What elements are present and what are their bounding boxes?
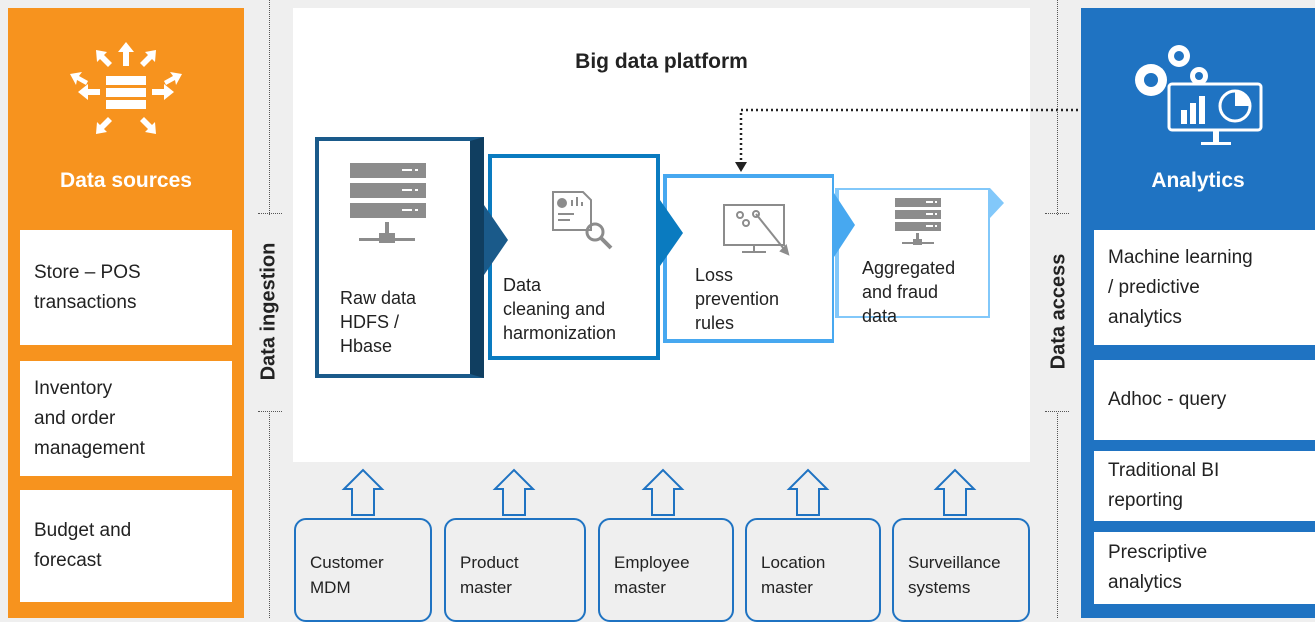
analytics-connector-line — [739, 108, 1138, 164]
ingestion-divider-bottom — [269, 413, 270, 618]
access-divider-bottom — [1057, 413, 1058, 618]
ingestion-tick-top — [258, 213, 282, 214]
platform-title: Big data platform — [575, 50, 748, 73]
analytics-card-adhoc: Adhoc - query — [1094, 360, 1315, 440]
connector-arrowhead — [735, 162, 747, 172]
server-icon — [895, 198, 941, 245]
source-card-label: Store – POS transactions — [34, 261, 141, 313]
ingestion-divider-top — [269, 0, 270, 215]
master-employee: Employee master — [598, 518, 734, 622]
server-icon — [350, 163, 426, 243]
gears-monitor-icon — [1135, 45, 1263, 145]
master-customer: Customer MDM — [294, 518, 432, 622]
analytics-card-label: Prescriptive analytics — [1108, 542, 1208, 593]
analytics-card-ml: Machine learning / predictive analytics — [1094, 230, 1315, 345]
monitor-chart-icon — [723, 204, 790, 256]
source-card-budget: Budget and forecast — [20, 490, 232, 602]
source-card-inventory: Inventory and order management — [20, 361, 232, 476]
data-access-label: Data access — [1047, 253, 1070, 370]
analytics-card-prescriptive: Prescriptive analytics — [1094, 532, 1315, 604]
database-arrows-icon — [70, 42, 182, 134]
analytics-card-bi: Traditional BI reporting — [1094, 451, 1315, 521]
analytics-card-label: Traditional BI reporting — [1108, 460, 1220, 511]
step-cleaning-label: Data cleaning and harmonization — [503, 275, 617, 343]
source-card-label: Inventory and order management — [34, 377, 145, 459]
data-sources-title: Data sources — [60, 169, 192, 192]
source-card-label: Budget and forecast — [34, 520, 132, 571]
step-raw-label: Raw data HDFS / Hbase — [340, 288, 417, 356]
analytics-title: Analytics — [1151, 169, 1245, 192]
step-raw-inner — [319, 141, 470, 374]
up-arrow-icon — [341, 468, 977, 516]
master-product: Product master — [444, 518, 586, 622]
analytics-card-label: Machine learning / predictive analytics — [1108, 246, 1253, 328]
master-location: Location master — [745, 518, 881, 622]
step-loss-label: Loss prevention rules — [695, 265, 780, 333]
access-divider-top — [1057, 0, 1058, 215]
master-surveillance: Surveillance systems — [892, 518, 1030, 622]
access-tick-top — [1045, 213, 1069, 214]
step-aggregated-label: Aggregated and fraud data — [862, 258, 956, 326]
analytics-card-label: Adhoc - query — [1108, 389, 1227, 410]
step-raw-edge — [470, 137, 484, 378]
ingestion-tick-bottom — [258, 411, 282, 412]
report-magnifier-icon — [552, 191, 613, 250]
access-tick-bottom — [1045, 411, 1069, 412]
source-card-pos: Store – POS transactions — [20, 230, 232, 345]
